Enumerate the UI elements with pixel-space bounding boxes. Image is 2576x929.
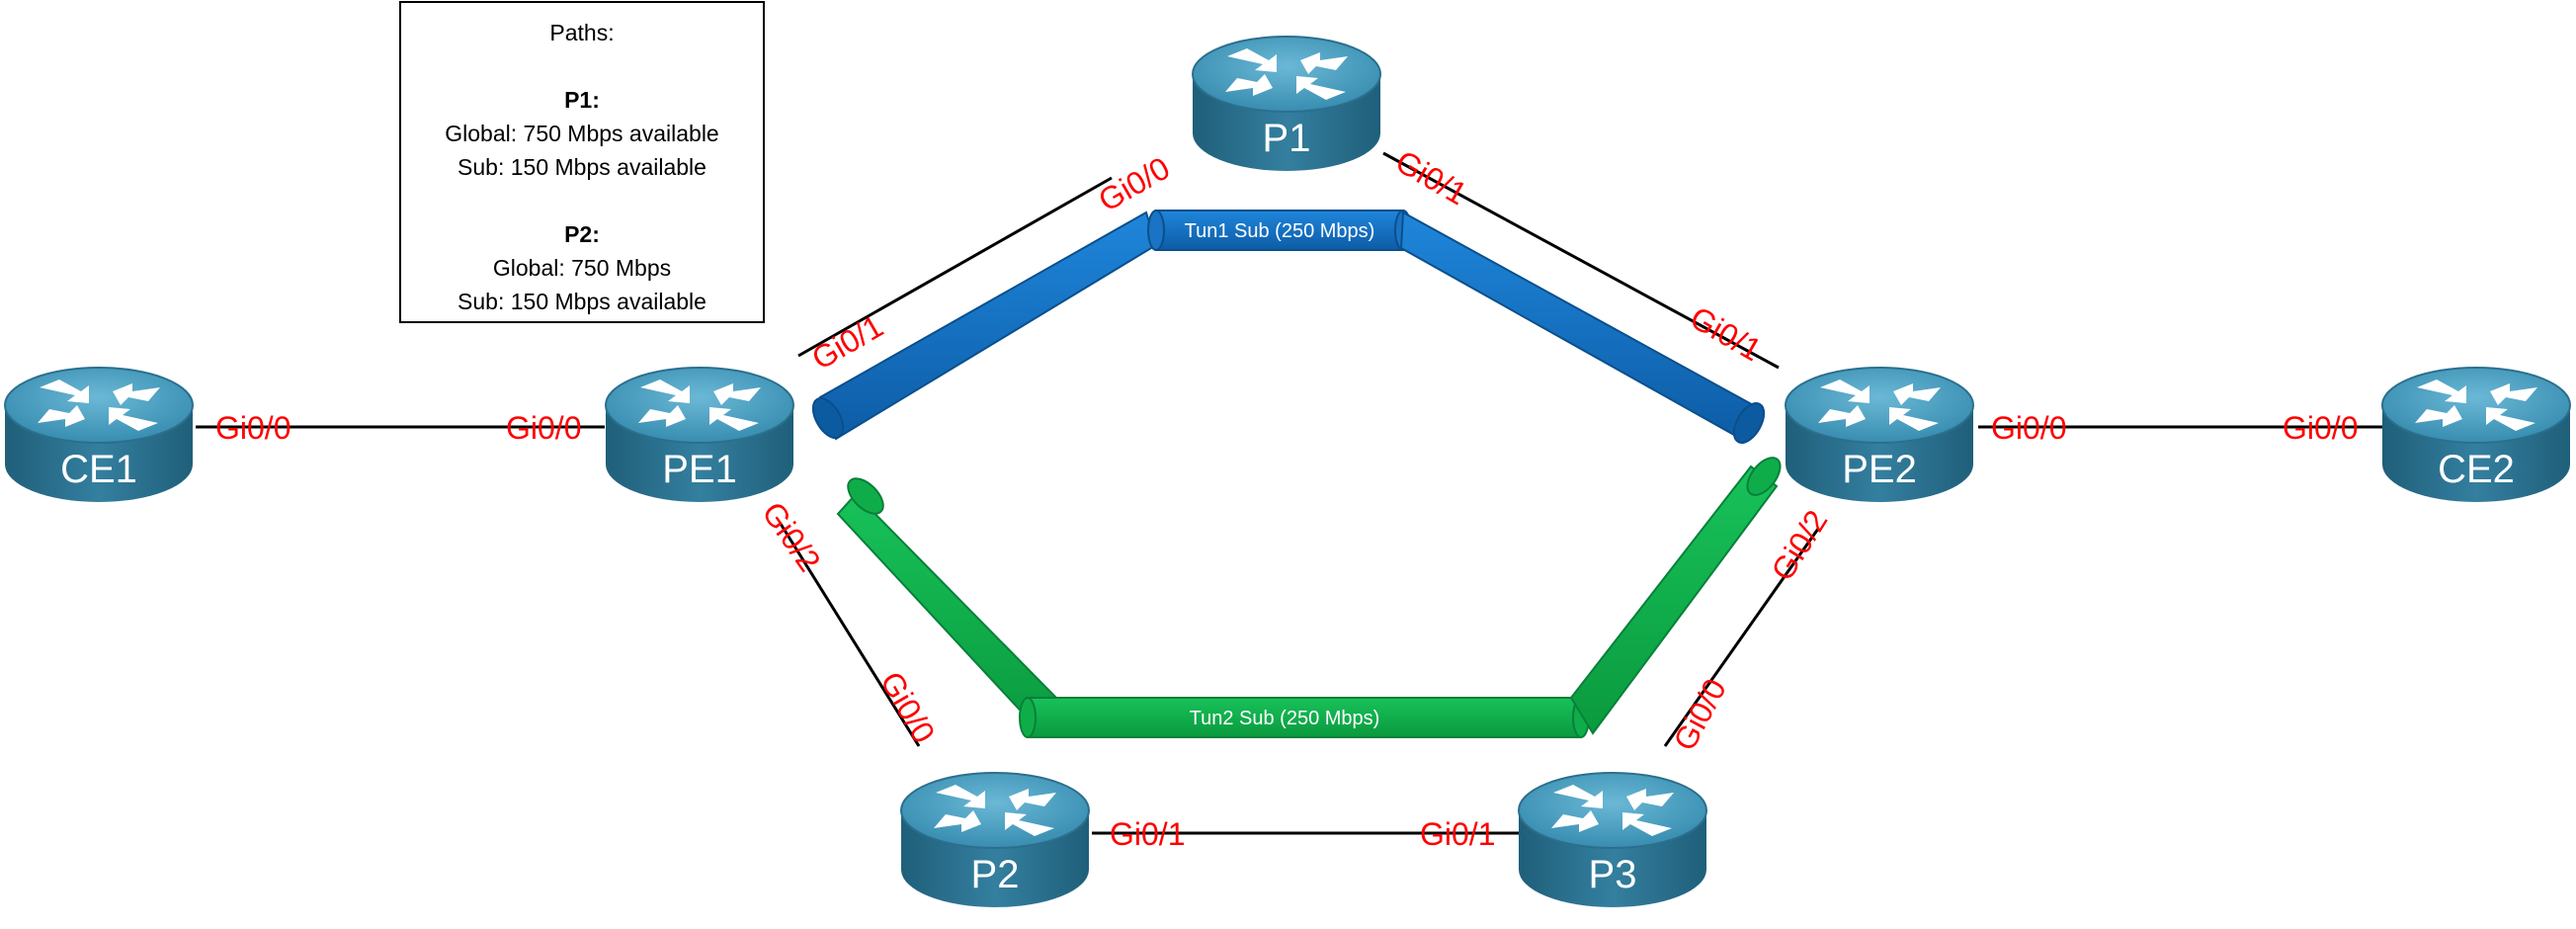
router-pe1-label: PE1	[662, 448, 737, 491]
if-pe2-gi00: Gi0/0	[1991, 410, 2066, 446]
link-pe1-p2	[779, 523, 921, 747]
router-ce1[interactable]: CE1	[4, 367, 194, 503]
if-p3-gi00: Gi0/0	[1666, 673, 1733, 756]
if-p1-gi01: Gi0/1	[1390, 143, 1473, 211]
router-p2-label: P2	[971, 853, 1020, 896]
tunnel-1: Tun1 Sub (250 Mbps)	[811, 210, 1766, 444]
physical-links	[196, 151, 2383, 835]
router-ce2-label: CE2	[2438, 448, 2515, 491]
router-p2[interactable]: P2	[900, 772, 1090, 908]
link-p1-pe2	[1382, 151, 1780, 370]
link-pe2-p3	[1663, 528, 1820, 747]
if-p2-gi01: Gi0/1	[1110, 816, 1185, 852]
router-pe2-label: PE2	[1842, 448, 1917, 491]
paths-title: Paths:	[549, 20, 615, 45]
tunnel-2: Tun2 Sub (250 Mbps)	[836, 457, 1782, 738]
router-pe2[interactable]: PE2	[1785, 367, 1974, 503]
if-ce1-gi00: Gi0/0	[215, 410, 291, 446]
if-p2-gi00: Gi0/0	[873, 666, 942, 749]
if-ce2-gi00: Gi0/0	[2283, 410, 2358, 446]
router-p3-label: P3	[1589, 853, 1637, 896]
if-pe2-gi01: Gi0/1	[1685, 299, 1768, 368]
tunnel-1-label: Tun1 Sub (250 Mbps)	[1185, 220, 1375, 242]
paths-info-box: Paths: P1: Global: 750 Mbps available Su…	[399, 1, 765, 323]
p2-heading: P2:	[564, 221, 600, 247]
if-p3-gi01: Gi0/1	[1420, 816, 1495, 852]
router-pe1[interactable]: PE1	[605, 367, 794, 503]
if-p1-gi00: Gi0/0	[1093, 150, 1176, 218]
router-p1-label: P1	[1263, 117, 1311, 160]
router-p1[interactable]: P1	[1192, 36, 1381, 172]
p2-global: Global: 750 Mbps	[492, 255, 672, 281]
p2-sub: Sub: 150 Mbps available	[457, 289, 706, 314]
link-pe1-p1	[797, 176, 1113, 358]
router-ce2[interactable]: CE2	[2381, 367, 2571, 503]
if-pe1-gi02: Gi0/2	[755, 495, 827, 577]
if-pe2-gi02: Gi0/2	[1764, 504, 1834, 587]
router-p3[interactable]: P3	[1518, 772, 1707, 908]
p1-global: Global: 750 Mbps available	[445, 121, 719, 146]
router-ce1-label: CE1	[60, 448, 137, 491]
tunnel-2-label: Tun2 Sub (250 Mbps)	[1190, 708, 1380, 729]
if-pe1-gi00: Gi0/0	[506, 410, 581, 446]
p1-heading: P1:	[564, 87, 600, 113]
p1-sub: Sub: 150 Mbps available	[457, 154, 706, 180]
